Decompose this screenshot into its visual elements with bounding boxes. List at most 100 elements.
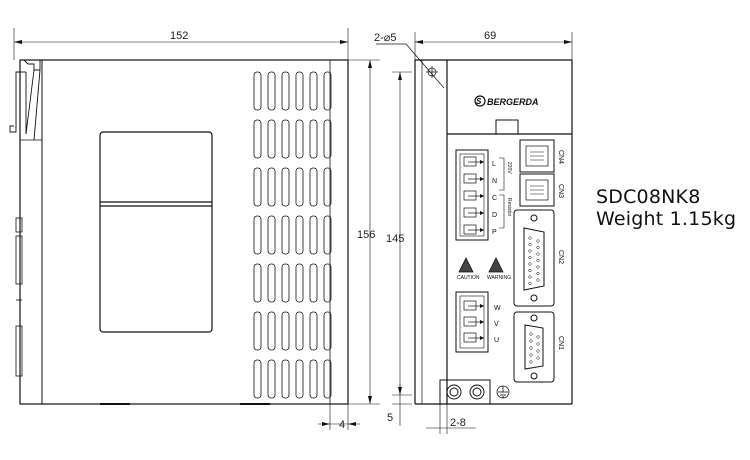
connector-pin	[529, 360, 533, 364]
connector-pin	[529, 353, 533, 357]
terminal-screw	[463, 207, 477, 218]
terminal-screw	[463, 190, 477, 201]
connector-pin	[536, 265, 540, 269]
vent-slot	[309, 167, 318, 207]
vent-slot	[309, 263, 318, 303]
connector-pin	[536, 278, 540, 282]
vent-slot	[253, 119, 262, 159]
terminal-arrow	[480, 320, 484, 324]
terminal-label-u: U	[494, 337, 499, 344]
cn1-pins	[529, 332, 540, 364]
side-vent-slots	[253, 71, 332, 399]
terminal-label-v: V	[494, 321, 499, 328]
terminal-brackets	[499, 157, 505, 229]
mounting-bracket	[9, 59, 41, 141]
dim-side-bottom	[318, 404, 360, 430]
vent-slot	[309, 359, 318, 399]
dim-front-height-label: 145	[386, 233, 404, 245]
connector-pin	[528, 236, 532, 240]
vent-slot	[323, 215, 332, 255]
vent-slot	[253, 167, 262, 207]
terminal-arrow	[480, 160, 484, 164]
label-cn3: CN3	[557, 184, 564, 198]
vent-slot	[267, 167, 276, 207]
vent-slot	[267, 215, 276, 255]
terminal-label-c: C	[492, 195, 497, 202]
motor-terminal-labels: W V U	[494, 305, 501, 344]
vent-slot	[295, 311, 304, 351]
terminal-arrow	[480, 228, 484, 232]
connector-cn3	[519, 173, 555, 207]
vent-slot	[323, 167, 332, 207]
label-cn2: CN2	[557, 250, 564, 264]
dim-side-width: 152	[13, 28, 349, 60]
vent-slot	[253, 311, 262, 351]
connector-cn1	[513, 311, 555, 383]
dim-hole-bottom-label: 2-8	[450, 417, 466, 429]
warning-label: WARNING	[487, 275, 511, 281]
connector-pin	[536, 335, 540, 339]
power-terminal-screws	[463, 156, 484, 235]
vent-slot	[267, 71, 276, 111]
vent-slot	[281, 215, 290, 255]
vent-slot	[309, 71, 318, 111]
connector-cn2	[513, 209, 555, 307]
terminal-arrow	[480, 336, 484, 340]
model-name: SDC08NK8	[596, 186, 701, 208]
brand-name: BERGERDA	[487, 97, 539, 107]
vent-slot	[295, 167, 304, 207]
vent-slot	[295, 215, 304, 255]
side-body	[19, 59, 349, 405]
vent-slot	[281, 359, 290, 399]
brand-logo: S BERGERDA	[474, 95, 539, 107]
dim-side-bottom-label: 4	[339, 419, 345, 431]
vent-slot	[253, 215, 262, 255]
weight-text: Weight 1.15kg	[596, 208, 737, 230]
connector-pin	[536, 271, 540, 276]
vent-slot	[267, 359, 276, 399]
vent-slot	[323, 71, 332, 111]
resistor-label: Resistor	[506, 198, 512, 217]
vent-slot	[295, 119, 304, 159]
motor-terminal-screws	[463, 300, 484, 343]
vent-slot	[267, 119, 276, 159]
connector-pin	[528, 255, 532, 260]
connector-cn4	[519, 139, 555, 173]
terminal-label-w: W	[494, 305, 501, 312]
terminal-screw	[463, 156, 477, 167]
connector-pin	[536, 245, 540, 250]
connector-pin	[528, 242, 532, 247]
terminal-arrow	[480, 177, 484, 181]
vent-slot	[281, 263, 290, 303]
dim-front-bottom	[392, 384, 412, 426]
front-view: 69 2-⌀5 145	[374, 30, 573, 434]
terminal-label-p: P	[492, 229, 497, 236]
vent-slot	[309, 311, 318, 351]
connector-pin	[536, 258, 540, 263]
vent-slot	[281, 167, 290, 207]
svg-text:S: S	[476, 97, 482, 106]
connector-pin	[529, 339, 533, 343]
vent-slot	[281, 119, 290, 159]
terminal-screw	[463, 316, 477, 327]
terminal-screw	[463, 173, 477, 184]
vent-slot	[295, 71, 304, 111]
terminal-screw	[463, 300, 477, 311]
hole-callout-top	[376, 43, 445, 89]
power-terminal-labels: L N C D P	[492, 161, 497, 236]
vent-slot	[323, 359, 332, 399]
vent-slot	[323, 263, 332, 303]
vent-slot	[323, 311, 332, 351]
cn2-pins	[528, 236, 540, 286]
terminal-label-d: D	[492, 212, 497, 219]
side-view: 152	[9, 28, 380, 431]
power-terminal-block	[455, 149, 489, 241]
terminal-screw	[463, 332, 477, 343]
connector-pin	[529, 332, 533, 336]
connector-pin	[528, 268, 532, 273]
connector-pin	[536, 252, 540, 256]
ground-screw-block	[439, 379, 491, 405]
vent-slot	[295, 263, 304, 303]
connector-pin	[536, 239, 540, 243]
